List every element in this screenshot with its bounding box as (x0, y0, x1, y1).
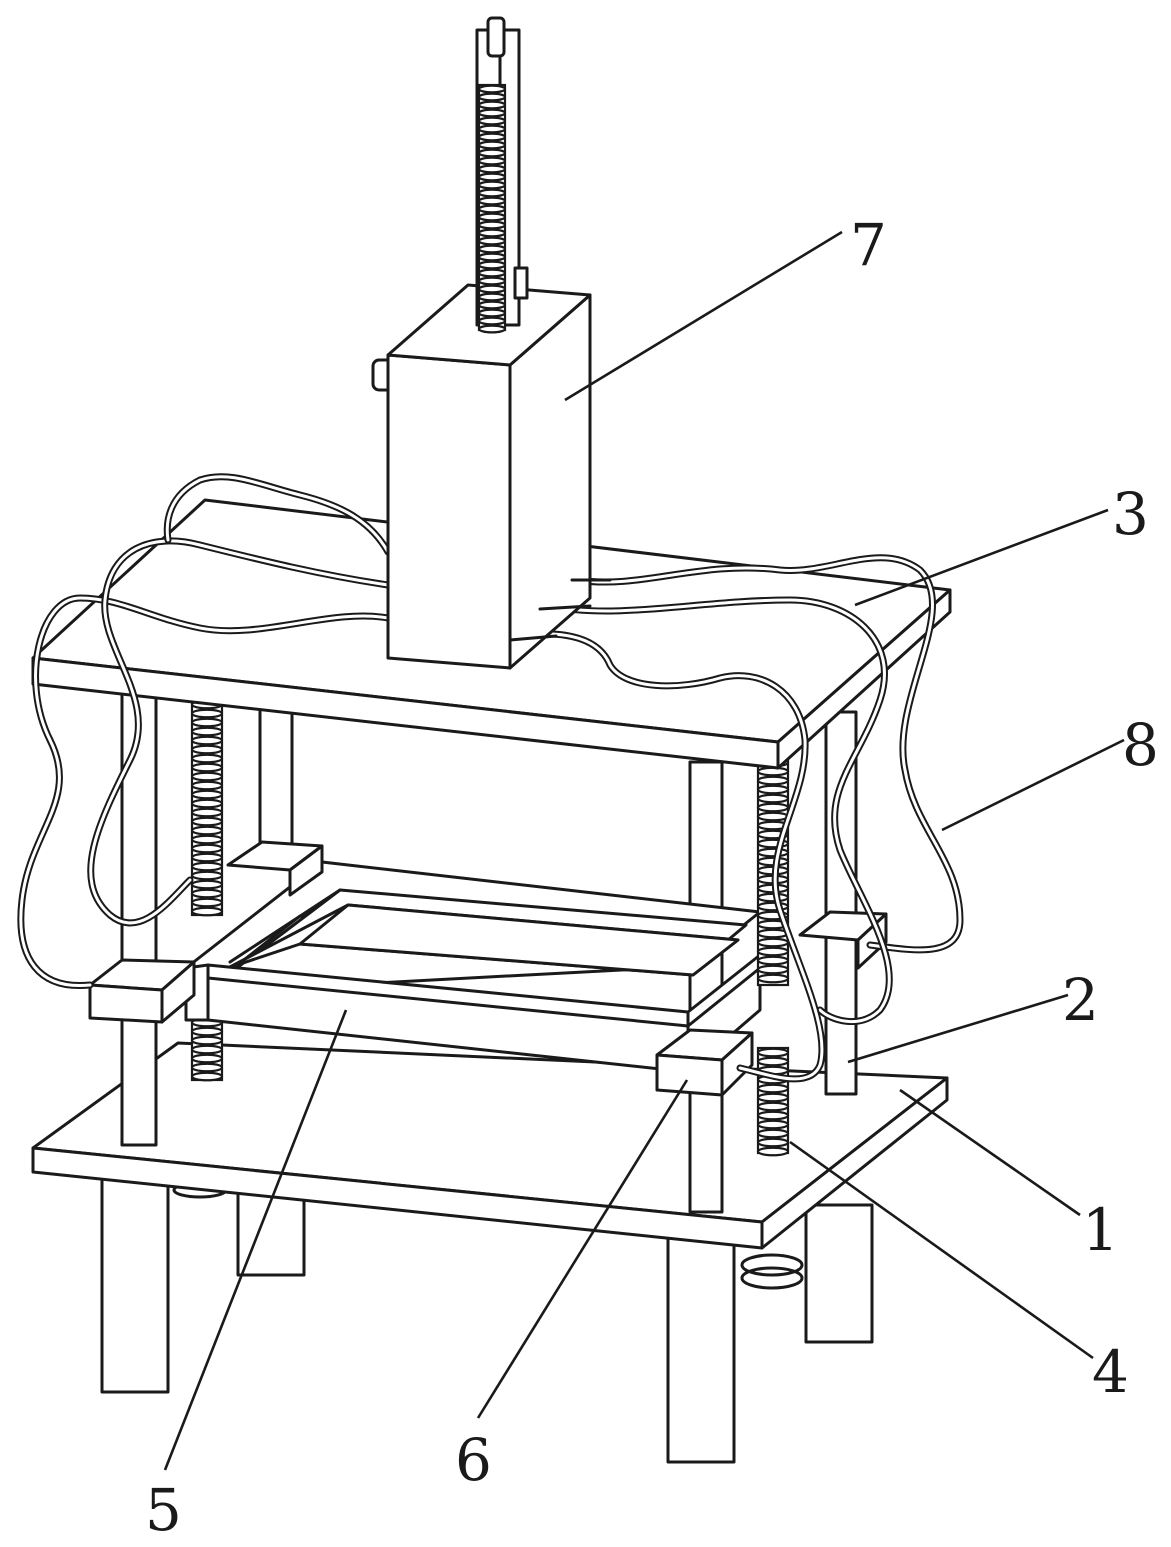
callout-8: 8 (1122, 711, 1159, 779)
hoses (17, 473, 964, 1083)
callout-7: 7 (850, 211, 887, 279)
callout-1: 1 (1082, 1196, 1119, 1264)
slider-blocks (88, 840, 888, 1097)
rod-spring (477, 83, 507, 334)
rod-spring-coil (477, 83, 507, 334)
callout-labels: 7 3 8 2 1 4 5 6 (145, 211, 1159, 1544)
callout-2: 2 (1062, 966, 1099, 1034)
upper-spring-left (190, 698, 224, 917)
cylinder-housing (371, 283, 612, 670)
press-tray (184, 860, 762, 1074)
leader-lines (163, 230, 1125, 1471)
lower-spring-right (756, 1046, 790, 1157)
callout-4: 4 (1092, 1338, 1129, 1406)
callout-6: 6 (455, 1426, 492, 1494)
callout-3: 3 (1112, 480, 1149, 548)
callout-5: 5 (145, 1476, 182, 1544)
